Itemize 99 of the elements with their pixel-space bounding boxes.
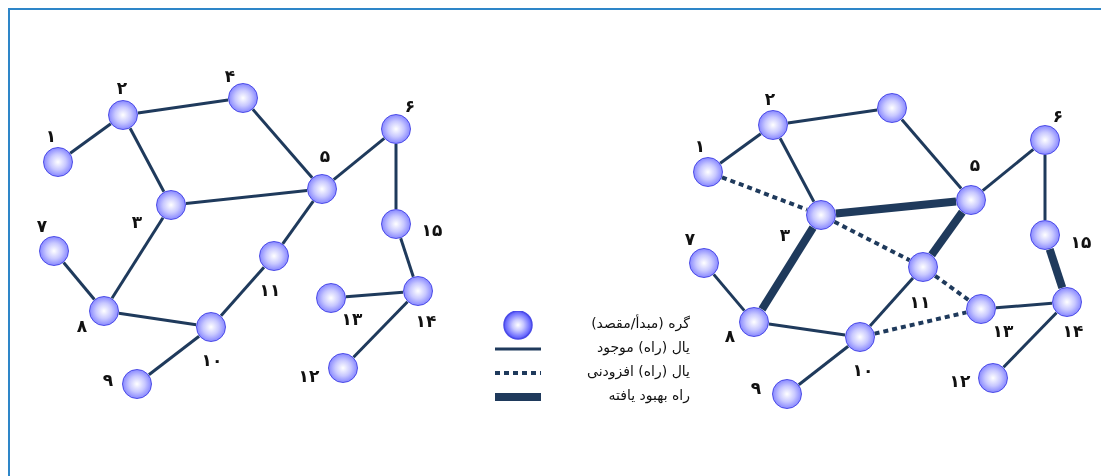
added-road-edge: [874, 310, 967, 336]
node-number: ۱۵: [1070, 232, 1092, 252]
node-circle: [739, 307, 769, 337]
road-edge: [62, 261, 96, 301]
improved-road-edge: [1045, 248, 1067, 289]
node-circle: [39, 236, 69, 266]
node-number: ۶: [404, 96, 416, 116]
node-number: ۱۳: [341, 309, 363, 329]
node-circle: [877, 93, 907, 123]
node-number: ۱۰: [201, 350, 223, 370]
node-number: ۹: [102, 370, 114, 390]
node-circle: [381, 209, 411, 239]
node-circle: [403, 276, 433, 306]
road-edge: [185, 189, 308, 205]
node-number: ۲: [116, 78, 128, 98]
road-edge: [900, 118, 963, 190]
node-circle: [316, 283, 346, 313]
legend-text: یال (راه) افزودنی: [587, 363, 690, 379]
node-circle: [758, 110, 788, 140]
added-road-edge: [933, 274, 971, 302]
node-number: ۴: [224, 66, 236, 86]
improved-road-edge: [758, 225, 817, 312]
node-number: ۱۴: [1062, 321, 1084, 341]
node-number: ۱: [45, 126, 57, 146]
node-circle: [693, 157, 723, 187]
road-edge: [868, 277, 915, 327]
road-edge: [981, 148, 1035, 192]
node-number: ۱۱: [909, 292, 931, 312]
road-edge: [219, 266, 266, 317]
node-number: ۵: [969, 155, 981, 175]
node-number: ۱۱: [259, 280, 281, 300]
road-edge: [778, 137, 816, 203]
road-edge: [148, 335, 200, 376]
node-number: ۷: [36, 216, 48, 236]
node-number: ۸: [724, 326, 736, 346]
node-number: ۱۲: [298, 366, 320, 386]
node-circle: [122, 369, 152, 399]
node-circle: [1052, 287, 1082, 317]
node-circle: [108, 100, 138, 130]
node-circle: [908, 252, 938, 282]
road-edge: [995, 301, 1053, 310]
node-circle: [259, 241, 289, 271]
road-edge: [110, 216, 165, 300]
node-circle: [43, 147, 73, 177]
road-edge: [768, 322, 846, 337]
node-circle: [381, 114, 411, 144]
node-circle: [89, 296, 119, 326]
node-circle: [328, 353, 358, 383]
legend-text: راه بهبود یافته: [608, 387, 690, 403]
added-road-edge: [833, 220, 911, 262]
road-edge: [797, 345, 850, 386]
legend-text: گره (مبدأ/مقصد): [591, 315, 690, 331]
node-number: ۱۳: [992, 321, 1014, 341]
node-number: ۱۲: [949, 371, 971, 391]
improved-road-edge: [835, 197, 957, 218]
node-circle: [1030, 220, 1060, 250]
node-number: ۶: [1052, 106, 1064, 126]
node-circle: [772, 379, 802, 409]
road-edge: [787, 108, 878, 125]
road-edge: [128, 127, 166, 193]
road-edge: [719, 132, 762, 165]
node-number: ۳: [131, 212, 143, 232]
node-circle: [1030, 125, 1060, 155]
road-edge: [251, 108, 314, 179]
node-circle: [806, 200, 836, 230]
road-edge: [118, 311, 197, 327]
node-circle: [689, 248, 719, 278]
node-number: ۵: [319, 146, 331, 166]
node-circle: [228, 83, 258, 113]
node-circle: [966, 294, 996, 324]
road-edge: [137, 98, 229, 115]
node-number: ۳: [779, 225, 791, 245]
node-circle: [307, 174, 337, 204]
node-number: ۱۵: [421, 220, 443, 240]
road-edge: [345, 290, 404, 299]
road-edge: [1043, 155, 1047, 220]
node-number: ۱۰: [852, 360, 874, 380]
road-edge: [281, 200, 315, 245]
road-edge: [69, 122, 112, 155]
legend-text: یال (راه) موجود: [597, 339, 690, 355]
road-edge: [352, 300, 409, 359]
node-circle: [978, 363, 1008, 393]
node-circle: [845, 322, 875, 352]
node-number: ۱: [694, 136, 706, 156]
node-circle: [956, 185, 986, 215]
node-number: ۸: [76, 316, 88, 336]
node-number: ۱۴: [415, 311, 437, 331]
improved-road-edge: [928, 209, 966, 258]
node-circle: [156, 190, 186, 220]
road-edge: [399, 237, 415, 278]
added-road-edge: [721, 175, 808, 212]
road-edge: [1002, 311, 1058, 369]
node-number: ۷: [684, 229, 696, 249]
node-number: ۹: [750, 378, 762, 398]
road-edge: [712, 273, 746, 312]
node-circle: [196, 312, 226, 342]
road-edge: [394, 144, 398, 209]
road-edge: [332, 137, 386, 181]
node-number: ۲: [764, 89, 776, 109]
